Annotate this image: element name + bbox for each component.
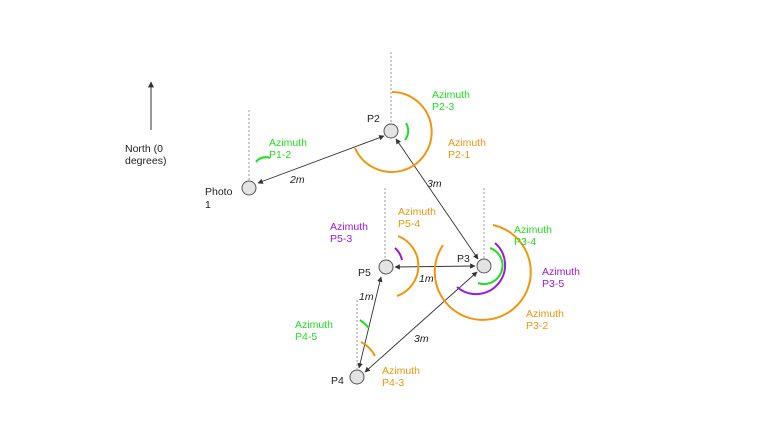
label-p4: P4 [331, 375, 344, 387]
label-photo1-line1: Photo [205, 186, 233, 198]
arc-p4-3 [360, 341, 376, 357]
arc-p5-3 [394, 247, 403, 261]
azimuth-p5-3-line1: Azimuth [330, 221, 368, 233]
arc-p4-5 [359, 319, 370, 329]
node-p3 [476, 258, 492, 274]
label-p5: P5 [358, 267, 371, 279]
node-p2 [383, 123, 399, 139]
link-photo1-p2 [257, 135, 385, 184]
azimuth-p4-3-line1: Azimuth [382, 365, 420, 377]
azimuth-p3-5-line2: P3-5 [542, 278, 564, 290]
azimuth-p3-4-line1: Azimuth [514, 224, 552, 236]
azimuth-p4-3-line2: P4-3 [382, 377, 404, 389]
azimuth-p1-2-line1: Azimuth [269, 137, 307, 149]
arc-p3-4 [477, 247, 504, 285]
north-label-line1: North (0 [125, 143, 163, 155]
label-p3: P3 [457, 253, 470, 265]
azimuth-p5-3-line2: P5-3 [330, 233, 352, 245]
distance-p5-p3: 1m [419, 273, 434, 285]
azimuth-p2-3-line2: P2-3 [432, 101, 454, 113]
azimuth-p2-3-line1: Azimuth [432, 89, 470, 101]
azimuth-p4-5-line2: P4-5 [295, 331, 317, 343]
arc-p3-5 [456, 242, 507, 296]
arc-p1-2 [255, 156, 271, 163]
azimuth-p5-4-line2: P5-4 [398, 218, 420, 230]
azimuth-p3-2-line1: Azimuth [526, 308, 564, 320]
link-p4-p3 [364, 271, 478, 373]
node-p4 [349, 369, 365, 385]
arc-p3-2 [433, 224, 532, 321]
node-photo1 [241, 180, 257, 196]
node-p5 [378, 259, 394, 275]
azimuth-p3-5-line1: Azimuth [542, 266, 580, 278]
label-photo1-line2: 1 [205, 199, 211, 211]
azimuth-p4-5-line1: Azimuth [295, 319, 333, 331]
arc-p2-3 [404, 122, 410, 141]
azimuth-p2-1-line2: P2-1 [448, 149, 470, 161]
azimuth-p2-1-line1: Azimuth [448, 137, 486, 149]
link-p2-p3 [395, 138, 479, 260]
label-p2: P2 [367, 113, 380, 125]
arc-p5-4 [396, 235, 420, 297]
azimuth-p3-4-line2: P3-4 [514, 236, 536, 248]
arc-p2-1 [354, 91, 433, 173]
distance-p4-p3: 3m [414, 333, 429, 345]
azimuth-p1-2-line2: P1-2 [269, 149, 291, 161]
north-label-line2: degrees) [125, 155, 166, 167]
distance-p4-p5: 1m [359, 291, 374, 303]
distance-p2-p3: 3m [427, 178, 442, 190]
azimuth-p5-4-line1: Azimuth [398, 206, 436, 218]
distance-photo1-p2: 2m [289, 174, 305, 186]
azimuth-p3-2-line2: P3-2 [526, 320, 548, 332]
